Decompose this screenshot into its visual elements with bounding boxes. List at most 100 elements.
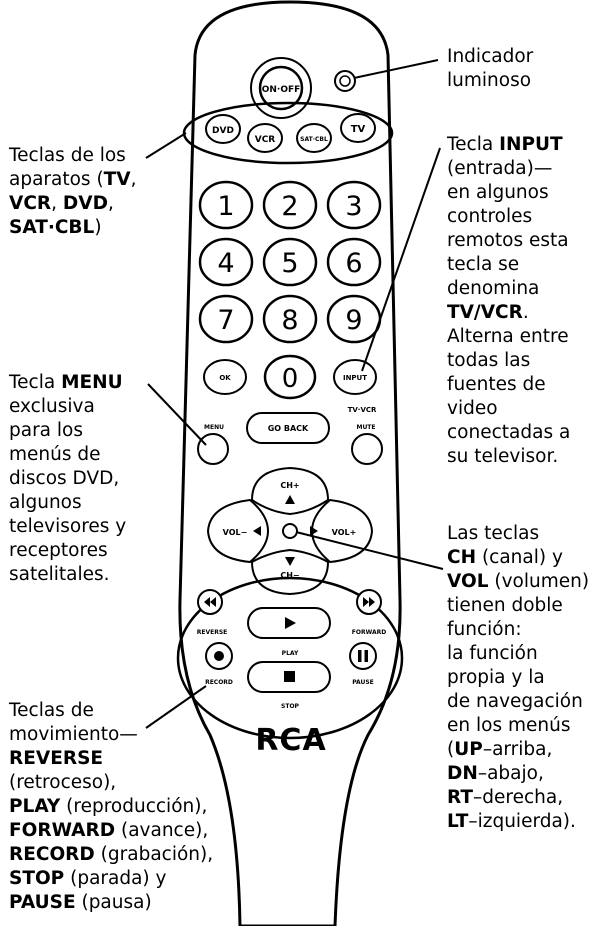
number-3-button[interactable] xyxy=(326,180,382,230)
callout-ch-vol-keys: Las teclas CH (canal) y VOL (volumen) ti… xyxy=(447,522,589,834)
callout-text: (entrada)— xyxy=(447,158,553,179)
play-icon xyxy=(285,617,296,629)
ok-button-label: OK xyxy=(219,374,231,382)
callout-motion-keys: Teclas de movimiento— REVERSE (retroceso… xyxy=(9,699,213,915)
record-label: RECORD xyxy=(205,679,233,686)
number-9-label: 9 xyxy=(345,305,362,336)
vol-plus-label: VOL+ xyxy=(332,528,357,537)
callout-text: –arriba, xyxy=(482,739,553,760)
callout-keyword: SAT·CBL xyxy=(9,217,95,238)
callout-text: satelitales. xyxy=(9,564,110,585)
sat-cbl-button[interactable] xyxy=(296,123,332,153)
callout-text: conectadas a xyxy=(447,422,571,443)
callout-text: su televisor. xyxy=(447,446,559,467)
callout-text: (grabación), xyxy=(94,844,214,865)
callout-text: –abajo, xyxy=(477,763,544,784)
pause-button[interactable] xyxy=(349,642,377,670)
tv-button[interactable] xyxy=(340,113,376,143)
vcr-button-label: VCR xyxy=(255,135,276,145)
right-arrow-icon xyxy=(310,526,318,536)
number-2-button[interactable] xyxy=(262,180,318,230)
callout-leader-lines xyxy=(145,59,444,729)
go-back-label: GO BACK xyxy=(268,424,309,433)
menu-label: MENU xyxy=(204,424,224,431)
ch-minus-button[interactable] xyxy=(250,548,330,596)
callout-keyword: MENU xyxy=(61,372,123,393)
callout-text: Teclas de los xyxy=(9,145,126,166)
number-4-button[interactable] xyxy=(198,237,254,287)
callout-text: la función xyxy=(447,643,538,664)
callout-text: para los xyxy=(9,420,83,441)
forward-label: FORWARD xyxy=(352,629,386,636)
transport-keys-group xyxy=(176,576,404,740)
ch-minus-label: CH− xyxy=(280,571,299,580)
callout-indicator: Indicador luminoso xyxy=(447,45,533,93)
number-8-label: 8 xyxy=(281,305,298,336)
callout-text: (retroceso), xyxy=(9,772,117,793)
forward-icon xyxy=(363,597,375,607)
indicator-light-icon xyxy=(334,70,356,92)
callout-text: algunos xyxy=(9,492,82,513)
callout-device-keys: Teclas de los aparatos (TV, VCR, DVD, SA… xyxy=(9,144,137,240)
callout-text: video xyxy=(447,398,498,419)
callout-text: –izquierda). xyxy=(468,811,576,832)
zero-button[interactable] xyxy=(263,354,317,400)
callout-text: Las teclas xyxy=(447,523,540,544)
ok-button[interactable] xyxy=(203,359,247,395)
callout-keyword: INPUT xyxy=(499,134,563,155)
pause-icon xyxy=(358,650,368,662)
number-7-button[interactable] xyxy=(198,294,254,344)
callout-keyword: RECORD xyxy=(9,844,95,865)
callout-text: exclusiva xyxy=(9,396,95,417)
leader-line-indicator xyxy=(353,59,439,79)
directional-pad xyxy=(206,466,374,596)
callout-text: , xyxy=(130,169,137,190)
callout-text: . xyxy=(522,302,529,323)
leader-line-chvol xyxy=(295,531,444,570)
callout-text: (pausa) xyxy=(75,892,152,913)
ok-center-button[interactable] xyxy=(282,523,298,539)
callout-text: (parada) y xyxy=(64,868,167,889)
callout-text: luminoso xyxy=(447,70,532,91)
stop-icon xyxy=(284,671,295,682)
callout-text: en los menús xyxy=(447,715,571,736)
number-5-label: 5 xyxy=(281,248,298,279)
sat-cbl-button-label: SAT·CBL xyxy=(300,136,328,143)
callout-input-key: Tecla INPUT (entrada)— en algunos contro… xyxy=(447,133,570,469)
number-3-label: 3 xyxy=(345,191,362,222)
callout-keyword: VCR xyxy=(9,193,52,214)
callout-keyword: UP xyxy=(454,739,483,760)
vcr-button[interactable] xyxy=(247,123,283,153)
dvd-button[interactable] xyxy=(205,114,241,144)
reverse-label: REVERSE xyxy=(197,629,228,636)
callout-text: televisores y xyxy=(9,516,127,537)
vol-minus-label: VOL− xyxy=(223,528,248,537)
callout-text: receptores xyxy=(9,540,108,561)
ch-plus-button[interactable] xyxy=(250,466,330,516)
vol-minus-button[interactable] xyxy=(206,498,270,564)
callout-text: , xyxy=(51,193,63,214)
number-8-button[interactable] xyxy=(262,294,318,344)
power-button[interactable] xyxy=(258,65,304,111)
callout-keyword: RT xyxy=(447,787,474,808)
number-1-button[interactable] xyxy=(198,180,254,230)
go-back-button[interactable] xyxy=(246,412,330,444)
callout-text: fuentes de xyxy=(447,374,546,395)
callout-keyword: DVD xyxy=(62,193,108,214)
mute-button[interactable] xyxy=(351,433,383,465)
leader-line-menu xyxy=(147,383,207,446)
callout-text: Alterna entre xyxy=(447,326,569,347)
rca-logo: RCA xyxy=(255,723,326,758)
callout-text: menús de xyxy=(9,444,101,465)
callout-text: (reproducción), xyxy=(60,796,208,817)
menu-button[interactable] xyxy=(197,433,229,465)
input-button[interactable] xyxy=(333,359,377,395)
number-6-button[interactable] xyxy=(326,237,382,287)
callout-keyword: DN xyxy=(447,763,478,784)
leader-line-motion xyxy=(145,685,207,729)
number-5-button[interactable] xyxy=(262,237,318,287)
callout-text: Teclas de xyxy=(9,700,94,721)
callout-text: discos DVD, xyxy=(9,468,120,489)
